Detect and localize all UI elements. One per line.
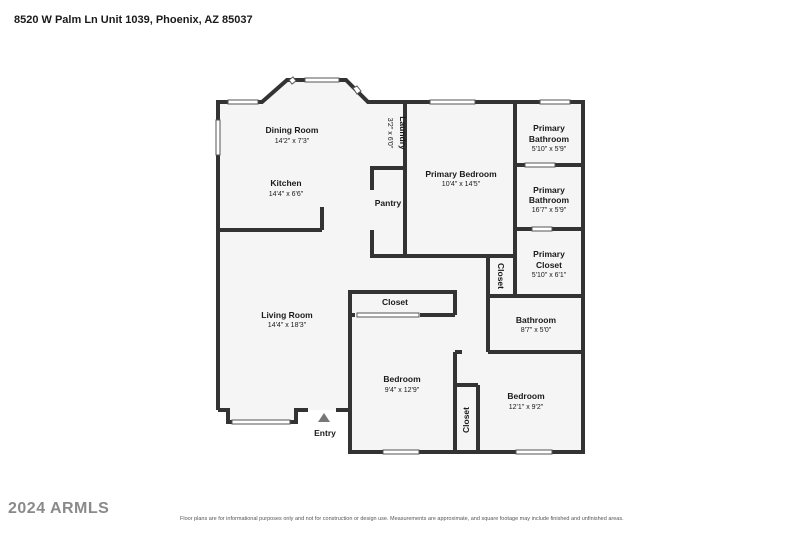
laundry-label: Laundry [398, 116, 408, 150]
primary-bath-2-label-2: Bathroom [529, 195, 570, 205]
bedroom-2-dims: 12'1" x 9'2" [509, 404, 544, 411]
closet-small-label: Closet [461, 407, 471, 433]
bedroom-1-label: Bedroom [383, 374, 421, 384]
bedroom-2-label: Bedroom [507, 391, 545, 401]
closet-vertical-group: Closet [496, 263, 506, 289]
bathroom-label: Bathroom [516, 315, 557, 325]
bedroom-1-dims: 9'4" x 12'9" [385, 387, 420, 394]
bay-window-panes [288, 76, 362, 95]
primary-bath-2-label-1: Primary [533, 185, 565, 195]
primary-closet-label-2: Closet [536, 260, 562, 270]
primary-bath-2-dims: 16'7" x 5'9" [532, 207, 567, 214]
pantry-label: Pantry [375, 198, 402, 208]
closet-top-label: Closet [382, 297, 408, 307]
primary-bath-1-label-2: Bathroom [529, 134, 570, 144]
dining-room-dims: 14'2" x 7'3" [275, 138, 310, 145]
kitchen-dims: 14'4" x 6'6" [269, 191, 304, 198]
bathroom-dims: 8'7" x 5'0" [521, 327, 552, 334]
primary-bedroom-dims: 10'4" x 14'5" [442, 181, 481, 188]
primary-bedroom-label: Primary Bedroom [425, 169, 497, 179]
dining-room-label: Dining Room [266, 125, 319, 135]
property-address: 8520 W Palm Ln Unit 1039, Phoenix, AZ 85… [14, 14, 253, 26]
laundry-dims: 3'2" x 6'0" [386, 118, 393, 149]
primary-closet-label-1: Primary [533, 249, 565, 259]
floor-fill [218, 80, 583, 452]
closet-small-group: Closet [461, 407, 471, 433]
disclaimer: Floor plans are for informational purpos… [180, 516, 624, 522]
primary-closet-dims: 5'10" x 6'1" [532, 272, 567, 279]
living-room-label: Living Room [261, 310, 313, 320]
primary-bath-1-dims: 5'10" x 5'9" [532, 146, 567, 153]
watermark: 2024 ARMLS [8, 500, 110, 517]
living-room-dims: 14'4" x 18'3" [268, 322, 307, 329]
kitchen-label: Kitchen [270, 178, 301, 188]
primary-bath-1-label-1: Primary [533, 123, 565, 133]
entry-label: Entry [314, 428, 336, 438]
closet-vertical-label: Closet [496, 263, 506, 289]
windows [215, 77, 571, 455]
entry-arrow-icon [318, 413, 330, 422]
laundry-label-group: Laundry 3'2" x 6'0" [386, 116, 408, 150]
